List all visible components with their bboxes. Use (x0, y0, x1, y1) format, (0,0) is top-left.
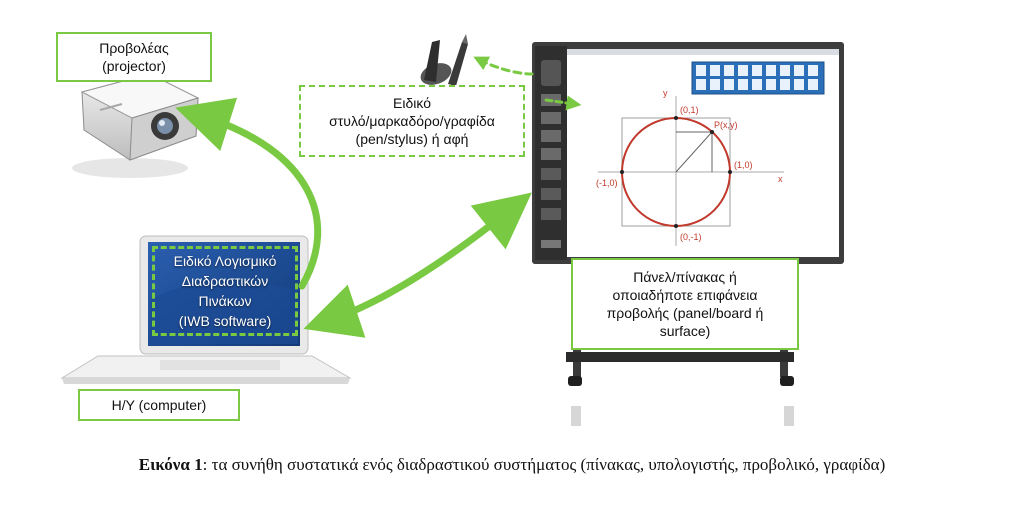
sketch-x-axis-label: x (778, 174, 783, 184)
projector-label-line2: (projector) (102, 58, 166, 74)
sketch-radius-point-label: P(x,y) (714, 120, 738, 130)
panel-label: Πάνελ/πίνακας ή οποιαδήποτε επιφάνεια πρ… (571, 258, 799, 350)
pen-label-line3: (pen/stylus) ή αφή (355, 131, 469, 147)
projector-label-line1: Προβολέας (99, 40, 169, 56)
caption-text: : τα συνήθη συστατικά ενός διαδραστικού … (202, 455, 886, 474)
arrow-pen-label-to-board (544, 95, 582, 111)
sketch-left-point-label: (-1,0) (596, 178, 618, 188)
sketch-right-point-label: (1,0) (734, 160, 753, 170)
arrow-pen-to-board-dashed (473, 56, 534, 76)
panel-label-line3: προβολής (panel/board ή (606, 305, 764, 321)
sketch-bottom-point-label: (0,-1) (680, 232, 702, 242)
software-label-line2: Διαδραστικών (181, 273, 269, 289)
sketch-top-point-label: (0,1) (680, 105, 699, 115)
computer-label: Η/Υ (computer) (78, 389, 240, 421)
pen-label: Ειδικό στυλό/μαρκαδόρο/γραφίδα (pen/styl… (299, 85, 525, 157)
interactive-whiteboard-icon: y x (0,1) (1,0) (-1,0) (0,-1) P(x,y) (532, 42, 844, 426)
unit-circle-sketch: y x (0,1) (1,0) (-1,0) (0,-1) P(x,y) (596, 88, 784, 246)
projector-icon (72, 73, 200, 178)
software-label-line3: Πινάκων (198, 293, 252, 309)
computer-label-line1: Η/Υ (computer) (111, 397, 207, 413)
panel-label-line1: Πάνελ/πίνακας ή (633, 269, 737, 285)
software-label-line4: (IWB software) (178, 313, 272, 329)
caption-prefix: Εικόνα 1 (138, 455, 203, 474)
pen-label-line1: Ειδικό (393, 95, 431, 111)
pen-label-line2: στυλό/μαρκαδόρο/γραφίδα (329, 113, 495, 129)
panel-label-line2: οποιαδήποτε επιφάνεια (612, 287, 758, 303)
figure-caption: Εικόνα 1: τα συνήθη συστατικά ενός διαδρ… (0, 452, 1024, 478)
connection-arrows (175, 56, 582, 338)
projector-label: Προβολέας (projector) (56, 32, 212, 82)
software-label-line1: Ειδικό Λογισμικό (173, 253, 277, 269)
laptop-icon (60, 235, 352, 384)
panel-label-line4: surface) (659, 323, 711, 339)
arrow-computer-board-bidirectional (303, 192, 532, 338)
stylus-pen-icon (420, 34, 468, 86)
software-label: Ειδικό Λογισμικό Διαδραστικών Πινάκων (I… (152, 246, 298, 336)
sketch-y-axis-label: y (663, 88, 668, 98)
